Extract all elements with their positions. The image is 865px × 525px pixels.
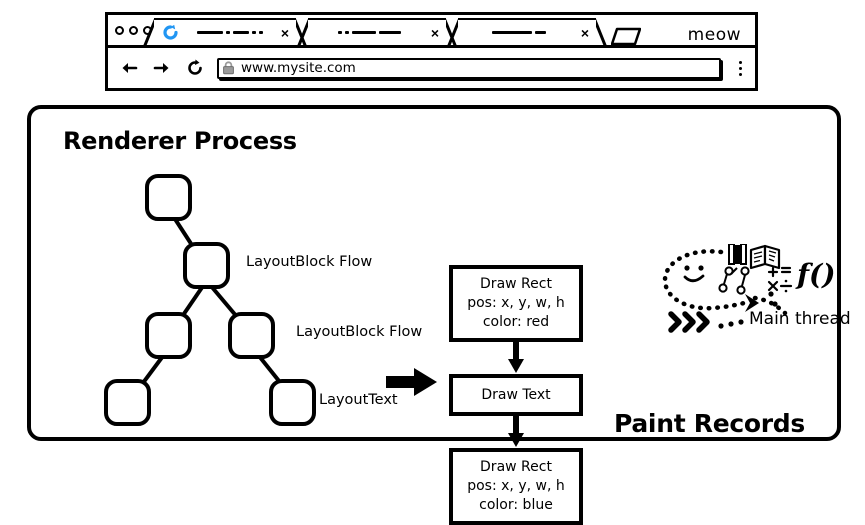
- dotted-loop: [662, 249, 788, 316]
- browser-tab-3[interactable]: ×: [458, 18, 596, 45]
- forward-icon[interactable]: [150, 56, 174, 80]
- address-bar[interactable]: www.mysite.com: [217, 57, 721, 79]
- browser-window: × × ×: [105, 12, 758, 94]
- smiley-face-icon: [683, 265, 705, 283]
- paint-color-label: color: red: [482, 313, 550, 330]
- renderer-process-title: Renderer Process: [63, 127, 297, 155]
- paint-op-label: Draw Rect: [480, 459, 552, 476]
- chevrons-icon: [668, 311, 710, 333]
- tab-close-icon-2[interactable]: ×: [430, 24, 439, 41]
- tab-title-placeholder: [458, 31, 581, 34]
- paint-color-label: color: blue: [479, 496, 553, 513]
- trailing-dots: [718, 291, 778, 329]
- minimize-dot[interactable]: [129, 25, 138, 35]
- tab-close-icon-3[interactable]: ×: [580, 24, 589, 41]
- open-book-icon: [749, 244, 781, 270]
- loop-arrowhead: [745, 294, 759, 312]
- books-icon: [728, 243, 747, 265]
- url-text[interactable]: www.mysite.com: [241, 60, 356, 76]
- tree-node-right: [228, 312, 275, 359]
- loading-spinner-icon: [162, 24, 179, 41]
- tab-right-edge: [596, 18, 609, 49]
- tree-label-layoutblock-flow-1: LayoutBlock Flow: [246, 254, 373, 270]
- reload-icon[interactable]: [183, 56, 207, 80]
- layout-tree-diagram: LayoutBlock Flow LayoutBlock Flow Layout…: [71, 164, 422, 429]
- tab-left-edge: [445, 18, 458, 49]
- paint-op-label: Draw Text: [481, 386, 551, 403]
- paint-record-box-3: Draw Rect pos: x, y, w, h color: blue: [449, 448, 583, 525]
- tree-node-right-leaf: [269, 379, 316, 426]
- browser-toolbar: www.mysite.com: [108, 48, 755, 91]
- main-thread-label: Main thread: [749, 309, 851, 329]
- new-tab-button[interactable]: [610, 27, 642, 46]
- paint-record-box-1: Draw Rect pos: x, y, w, h color: red: [449, 265, 583, 342]
- tree-label-layoutblock-flow-2: LayoutBlock Flow: [296, 324, 423, 340]
- tree-node-middle: [183, 242, 230, 289]
- main-thread-illustration: f(): [659, 243, 859, 334]
- back-icon[interactable]: [117, 56, 141, 80]
- paint-flow-arrow-2: [508, 416, 524, 448]
- close-dot[interactable]: [115, 25, 124, 35]
- paint-op-label: Draw Rect: [480, 276, 552, 293]
- tab-title-placeholder: [179, 31, 281, 34]
- paint-records-title: Paint Records: [614, 409, 805, 438]
- tab-title-placeholder: [308, 31, 431, 34]
- more-options-icon[interactable]: [733, 56, 747, 80]
- paint-pos-label: pos: x, y, w, h: [467, 478, 565, 495]
- paint-flow-arrow-1: [508, 342, 524, 374]
- paint-pos-label: pos: x, y, w, h: [467, 295, 565, 312]
- tab-close-icon-1[interactable]: ×: [280, 24, 289, 41]
- renderer-process-panel: Renderer Process LayoutBlock Flow Layout…: [27, 105, 851, 525]
- browser-brand-label: meow: [687, 25, 741, 45]
- padlock-icon: [222, 61, 235, 75]
- tab-strip: × × ×: [108, 15, 755, 48]
- right-arrow-icon: [386, 367, 438, 397]
- function-notation-icon: f(): [795, 258, 836, 291]
- node-graph-icon: [718, 266, 750, 295]
- tree-node-left: [145, 312, 192, 359]
- svg-text:f(): f(): [795, 258, 836, 291]
- math-symbols-icon: [767, 266, 793, 293]
- paint-record-box-2: Draw Text: [449, 374, 583, 416]
- tree-label-layouttext: LayoutText: [319, 392, 398, 408]
- tab-list: × × ×: [154, 15, 755, 46]
- tree-node-root: [145, 174, 192, 221]
- tree-node-left-leaf: [104, 379, 151, 426]
- tab-left-edge: [141, 18, 154, 49]
- page-viewport: [108, 91, 755, 94]
- browser-tab-2[interactable]: ×: [308, 18, 446, 45]
- browser-tab-1[interactable]: ×: [154, 18, 296, 45]
- tab-left-edge: [295, 18, 308, 49]
